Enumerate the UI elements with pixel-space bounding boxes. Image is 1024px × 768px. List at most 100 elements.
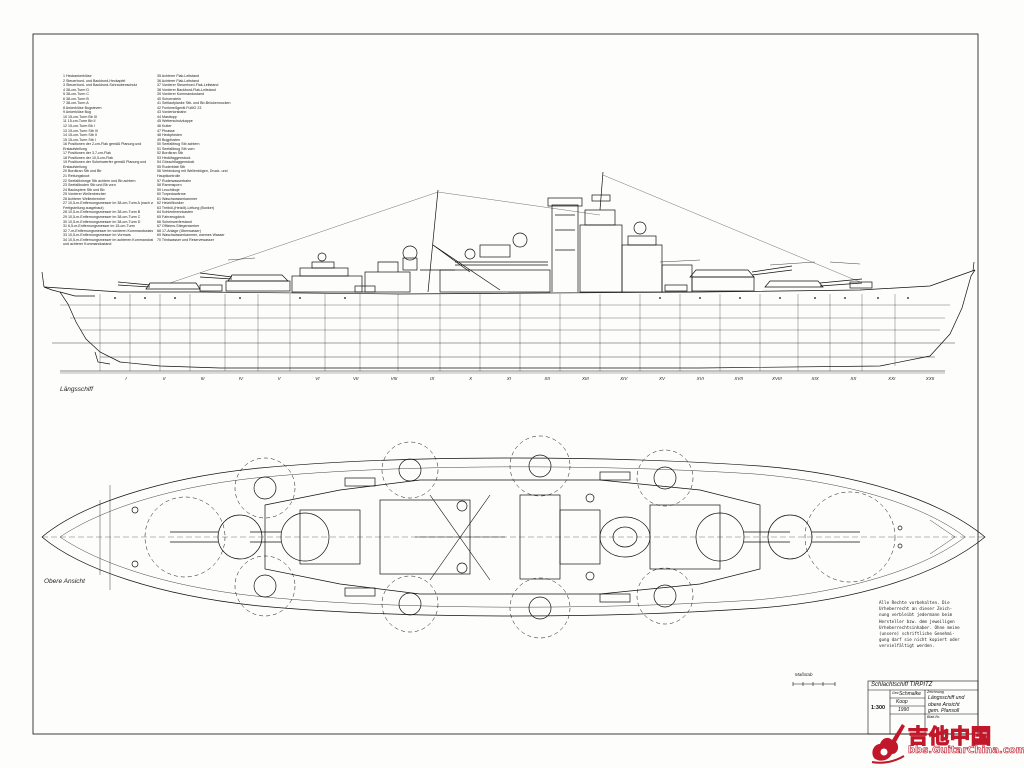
legend-item: 49 Bugpfosten xyxy=(157,137,181,142)
legend-item: 63 Treiböl-(Heizöl)-Leitung (Bunker) xyxy=(157,205,215,210)
top-view xyxy=(41,435,986,639)
note-line: Urheberrecht an dieser Zeich- xyxy=(879,606,953,612)
site-watermark: 吉他中国 bbs.GuitarChina.com xyxy=(868,718,1024,764)
title-drawing-line-3: gem. Plansoll xyxy=(928,708,960,714)
legend-item: 12 15-cm-Turm Bb I xyxy=(63,124,95,129)
secondary-turrets-plan xyxy=(253,454,677,620)
legend-item: 28 10,5-m-Entfernungsmesser im 38-cm-Tur… xyxy=(63,210,141,215)
frame-number: IV xyxy=(239,376,244,381)
legend-item: 19 Positionen der Scheinwerfer gemäß Pla… xyxy=(63,160,147,165)
legend-item: 52 Bordkran Stb xyxy=(157,151,183,156)
note-line: gung darf sie nicht kopiert oder xyxy=(879,637,960,643)
legend-item: 5 38-cm-Turm C xyxy=(63,92,90,97)
legend-item: 67 Offiziers-Stiegenwerker xyxy=(157,224,200,229)
legend-item: 11 15-cm-Turm Bb II xyxy=(63,119,96,124)
legend-item: Erstaufstellung xyxy=(63,146,87,151)
legend-item: 26 Achterer Wellenbrecher xyxy=(63,196,106,201)
legend-item: 46 Kutter xyxy=(157,124,172,129)
frame-number: VI xyxy=(315,376,320,381)
side-view xyxy=(41,171,976,374)
sheet-border xyxy=(32,33,979,735)
legend-item: 62 Heizöllbunker xyxy=(157,201,184,206)
legend-item: 41 Seitlaufplanke Stb- und Bb-Brückennoc… xyxy=(157,101,231,106)
title-drawn-by: Schmalke xyxy=(899,691,921,697)
legend-item: Hauptkontrolle xyxy=(157,174,181,179)
title-drawn-label: Gez. xyxy=(892,691,900,695)
legend-item: 27 10,5-m-Entfernungsmesser im 38-cm-Tur… xyxy=(63,201,153,206)
legend-item: 9 Ankerklüse Bug xyxy=(63,110,91,115)
frame-number: V xyxy=(278,376,282,381)
legend-item: 53 Hecklfaggenstock xyxy=(157,155,191,160)
legend-item: 13 15-cm-Turm Stb III xyxy=(63,128,98,133)
legend-item: 56 Verbindung mit Wellenbögen, Druck- un… xyxy=(157,169,228,174)
legend-item: 57 Ruderwasserbahn xyxy=(157,178,192,183)
note-line: Hersteller bzw. dem jeweiligen xyxy=(879,618,955,624)
title-drawing-line-2: obere Ansicht xyxy=(928,702,960,708)
legend-item: 24 Backspiere Stb und Bb xyxy=(63,187,105,192)
legend-item: 18 Positionen der 10,5-cm-Flak xyxy=(63,155,113,160)
legend-item: 55 Ruderblatt Stb xyxy=(157,164,185,169)
legend-item: 17 Positionen der 3,7-cm-Flak xyxy=(63,151,111,156)
turret-a xyxy=(764,280,824,288)
frame-number: IX xyxy=(430,376,435,381)
turret-b xyxy=(689,269,755,278)
hangar xyxy=(439,269,551,293)
title-year: 1990 xyxy=(898,707,910,713)
frame-number: XI xyxy=(506,376,512,381)
legend-item: 42 Funkmeßgerät FuMO 23 xyxy=(157,105,202,110)
top-view-label: Obere Ansicht xyxy=(44,578,85,585)
legend-item: Erstaufstellung xyxy=(63,164,87,169)
title-drawing-line-1: Längsschiff und xyxy=(928,695,965,701)
legend-item: 20 Bordkran Stb und Bb xyxy=(63,169,102,174)
scale-bar xyxy=(792,682,836,686)
title-drawing-label: Zeichnung xyxy=(927,690,944,694)
legend-item: 51 Seefallbrug Stb vorn xyxy=(157,146,195,151)
legend-item: 6 38-cm-Turm B xyxy=(63,96,89,101)
legend-item: 70 Trinkwasser und Reservewasser xyxy=(157,237,214,242)
legend-item: 45 Wetterschutzkappe xyxy=(157,119,193,124)
frame-number: XIII xyxy=(581,376,590,381)
main-deck-line xyxy=(43,269,976,295)
frame-number: VIII xyxy=(391,376,399,381)
legend-item: 34 10,5-m-Entfernungsmesser im achteren … xyxy=(63,237,153,242)
frame-number: III xyxy=(201,376,206,381)
title-block xyxy=(867,680,979,735)
watermark-text: 吉他中国 xyxy=(907,723,992,748)
stern-rudder xyxy=(94,351,111,365)
scale-label: Maßstab xyxy=(795,672,813,677)
legend-item: 8 Ankerklüse Bugsteven xyxy=(63,105,102,110)
frame-number: XVIII xyxy=(771,376,783,381)
legend-item: 38 Vorderer Backbord-Flak-Leitstand xyxy=(157,87,216,92)
legend-item: 31 6,5-m-Entfernungsmesser im 15-cm-Turm xyxy=(63,224,135,229)
note-line: (unsere) schriftliche Genehmi- xyxy=(879,631,955,637)
legend-item: 43 Vorderlorsbahn xyxy=(157,110,187,115)
legend-item: 23 Seefallboden Stb und Bb vorn xyxy=(63,183,116,188)
legend-item: 33 10,5-m-Entfernungsmesser im Vormars xyxy=(63,233,131,238)
legend-item: 15 15-cm-Turm Stb I xyxy=(63,137,96,142)
frame-number: XIX xyxy=(810,376,819,381)
legend-item: 7 38-cm-Turm A xyxy=(63,101,89,106)
legend-item: 66 Scheinwerferstand xyxy=(157,219,192,224)
aa-director-aft xyxy=(402,245,418,261)
legend-item: 2 Steuerbord- und Backbord-Heckapfel xyxy=(63,78,126,83)
legend-item: 16 Positionen der 2-cm-Flak gemäß Planun… xyxy=(63,142,142,147)
note-line: Urheberrechtsinhaber. Ohne meine xyxy=(879,624,960,630)
legend-item: 32 7-m-Entfernungsmesser im vorderen Kom… xyxy=(63,228,153,233)
legend-item: 21 Rettungsboot xyxy=(63,174,90,179)
frame-number: XII xyxy=(543,376,550,381)
legend-item: 40 Schornstein xyxy=(157,96,181,101)
legend-item: Fertigstellung ausgebaut) xyxy=(63,205,104,210)
mainmast xyxy=(427,189,439,293)
frame-number: XXII xyxy=(925,376,935,381)
watermark-url: bbs.GuitarChina.com xyxy=(908,745,1024,757)
superstructure-plan xyxy=(264,479,761,595)
note-line: Alle Rechte vorbehalten. Die xyxy=(879,600,950,605)
turret-c xyxy=(227,274,289,282)
frame-number: XVI xyxy=(696,376,705,381)
training-arcs xyxy=(144,435,896,639)
